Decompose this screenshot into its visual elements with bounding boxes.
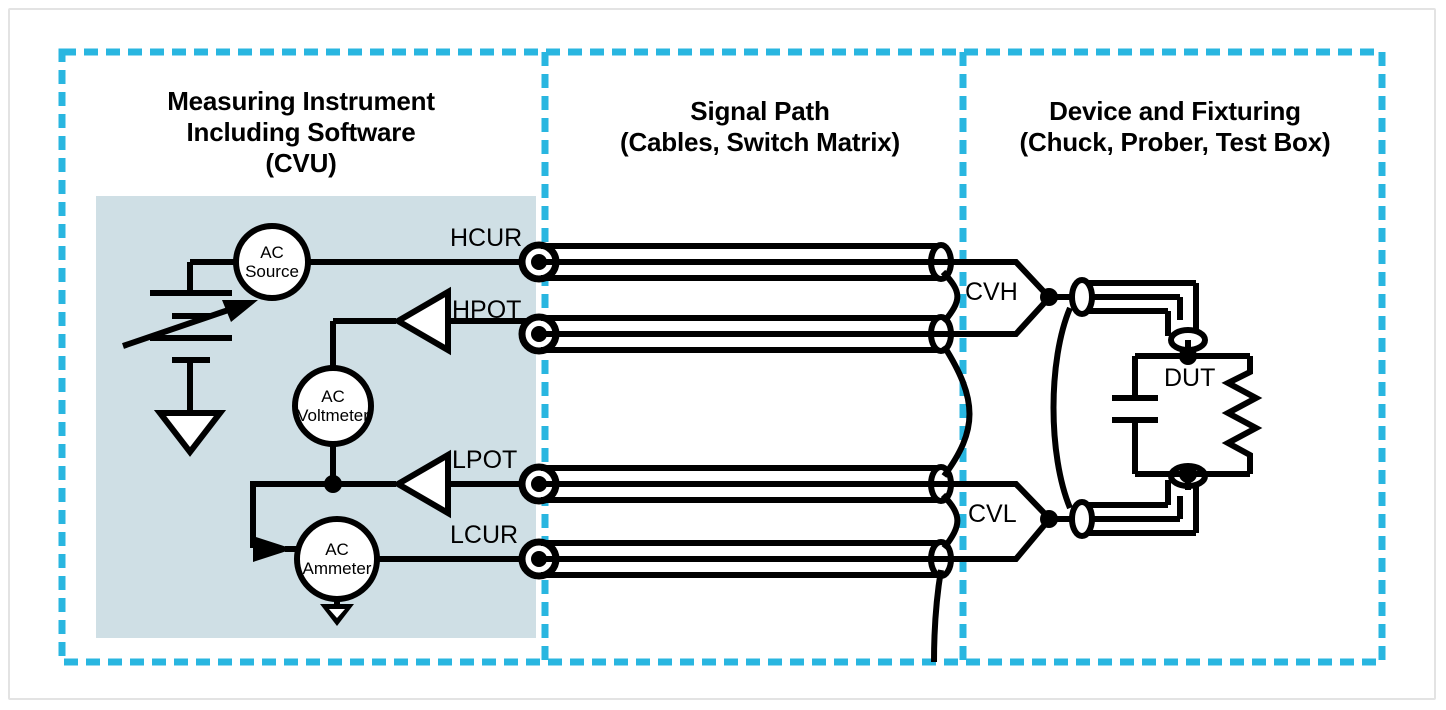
hpot-buffer-amp-icon: [392, 286, 451, 356]
panel-title-measuring-instrument: Measuring Instrument Including Software …: [167, 86, 435, 178]
variable-source-arrow-icon: [122, 300, 258, 349]
connection-label-cvl: CVL: [968, 500, 1017, 528]
coax-cable-runs: [541, 243, 941, 578]
signal-label-hpot: HPOT: [452, 296, 522, 324]
lpot-buffer-amp-icon: [392, 449, 451, 519]
shield-tail-lcur: [931, 569, 944, 663]
signal-label-lcur: LCUR: [450, 521, 519, 549]
ammeter-feedback-arrow-icon: [253, 536, 293, 562]
fx-low-shield-ellipse-left: [1069, 499, 1095, 539]
ground-symbol-icon: [153, 410, 227, 457]
ac-ammeter-label: AC Ammeter: [302, 540, 372, 578]
ac-source-symbol: [233, 223, 311, 301]
shield-bond-lpot-lcur: [940, 492, 961, 550]
outer-frame: [8, 8, 1436, 700]
cvh-merge-wiring: [951, 259, 1050, 337]
panel-title-signal-path: Signal Path (Cables, Switch Matrix): [619, 96, 901, 157]
ac-voltmeter-symbol: [292, 365, 374, 447]
ammeter-feedback-wiring: [250, 481, 333, 548]
instrument-wiring: [187, 259, 534, 292]
panel-title-device-and-fixturing: Device and Fixturing (Chuck, Prober, Tes…: [1019, 96, 1331, 157]
ac-source-label: AC Source: [245, 243, 299, 281]
dut-network: [1112, 353, 1263, 477]
hpot-buffer-wiring: [330, 318, 534, 370]
cvl-merge-wiring: [951, 481, 1050, 562]
signal-label-hcur: HCUR: [450, 224, 523, 252]
guard-shield-loop: [1050, 306, 1073, 510]
connection-label-cvh: CVH: [965, 278, 1018, 306]
shield-bond-hcur-hpot: [940, 269, 961, 324]
signal-label-lpot: LPOT: [452, 446, 518, 474]
cable-centre-overlay: [931, 259, 951, 562]
ac-ammeter-symbol: [294, 516, 380, 602]
fx-high-shield-ellipse-left: [1069, 277, 1095, 317]
shield-bond-hpot-lpot: [941, 344, 973, 478]
dut-label: DUT: [1164, 364, 1216, 392]
ac-voltmeter-label: AC Voltmeter: [297, 387, 369, 425]
